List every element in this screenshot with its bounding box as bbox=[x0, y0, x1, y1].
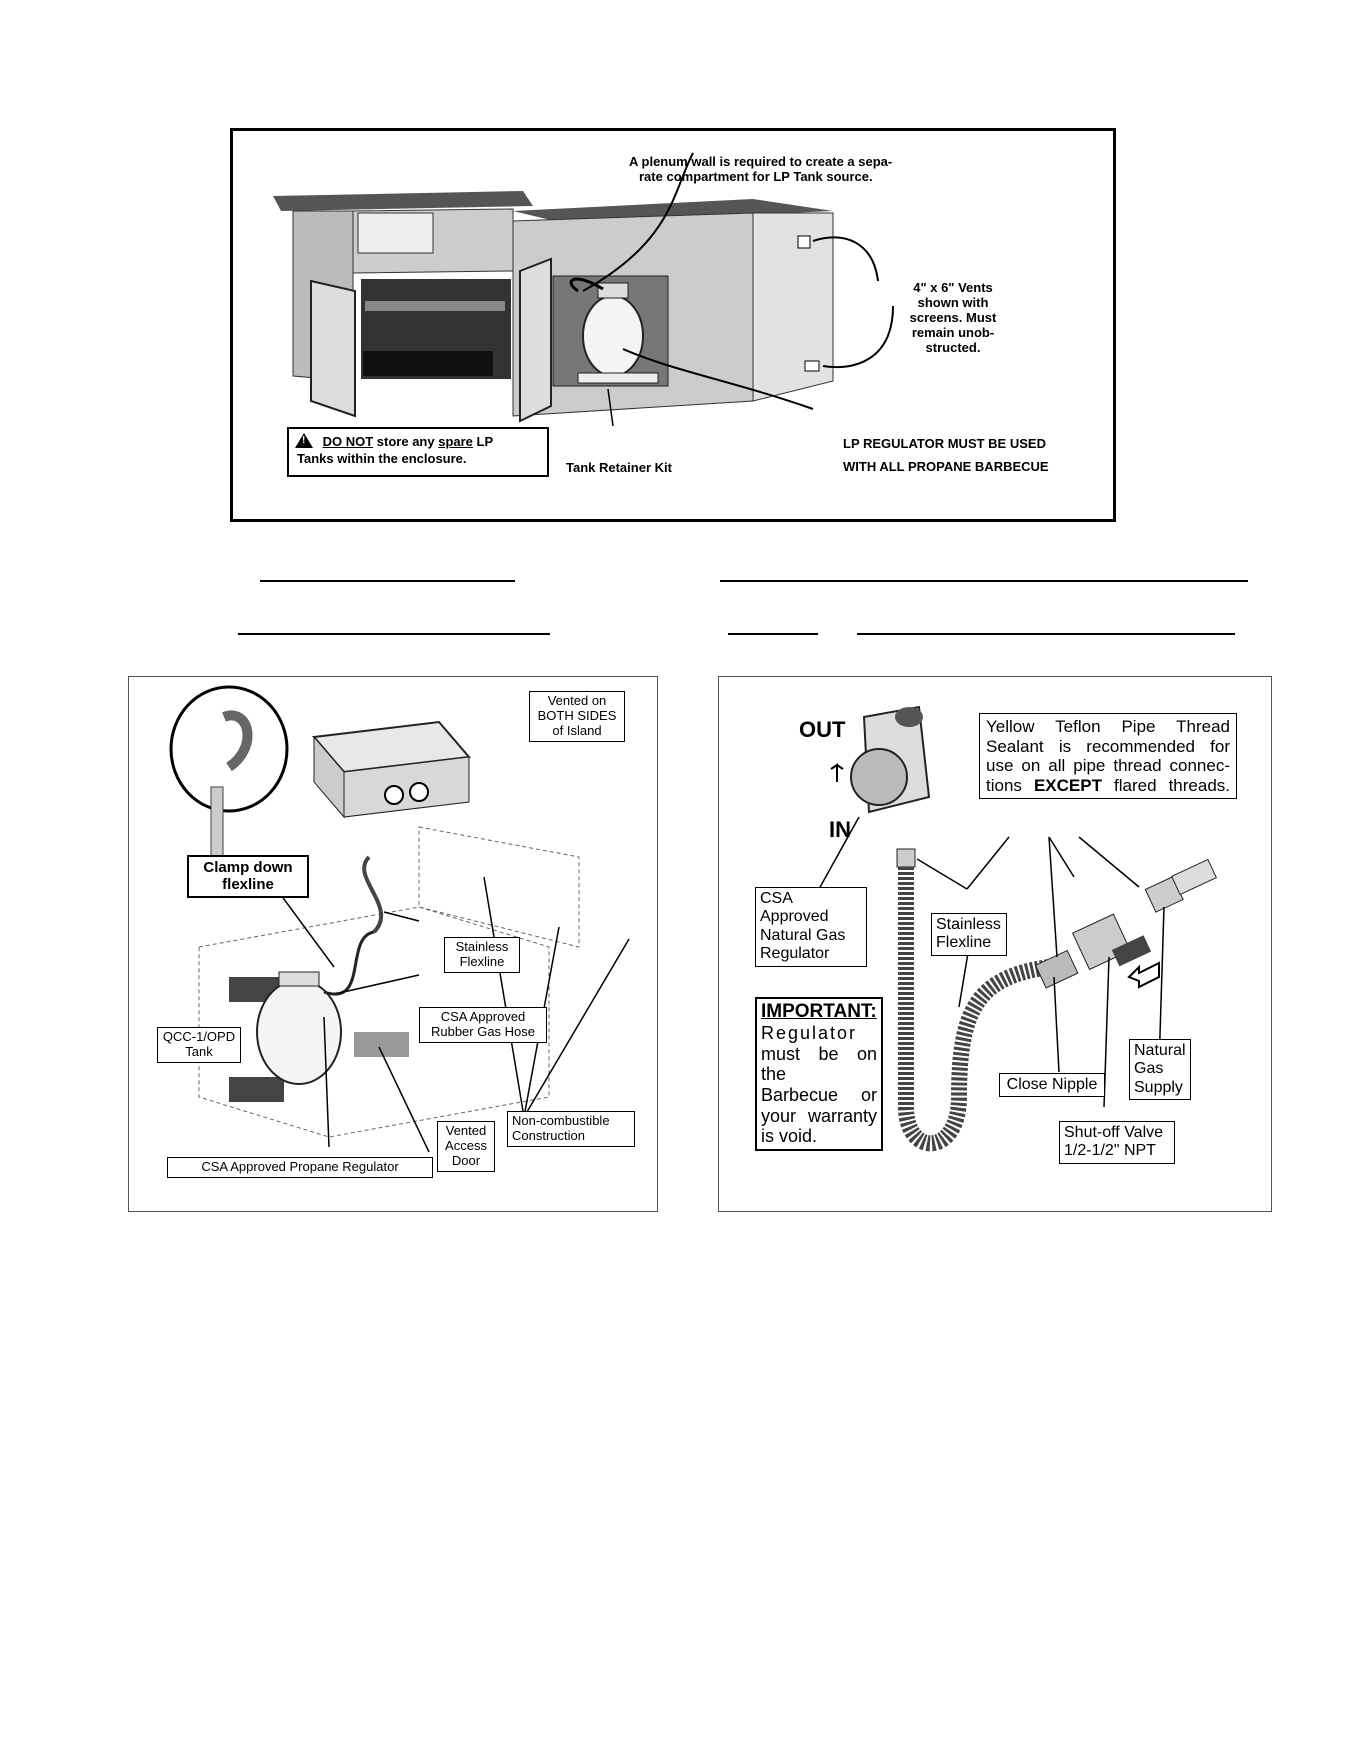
qcc-tank-label: QCC-1/OPD Tank bbox=[157, 1027, 241, 1063]
clamp-flexline-label: Clamp down flexline bbox=[187, 855, 309, 898]
heading-underline-left-1 bbox=[260, 580, 515, 582]
supply-line1: Natural bbox=[1134, 1042, 1186, 1060]
teflon-line1: Yellow Teflon Pipe Thread bbox=[986, 717, 1230, 737]
csa-line1: CSA Approved bbox=[760, 890, 862, 927]
valve-line2: 1/2-1/2" NPT bbox=[1064, 1142, 1170, 1160]
heading-underline-right-1 bbox=[720, 580, 1248, 582]
flex-line2: Flexline bbox=[936, 934, 1002, 952]
vented-line1: Vented on bbox=[534, 694, 620, 709]
tank-retainer-label: Tank Retainer Kit bbox=[566, 461, 672, 476]
lp-regulator-note: LP REGULATOR MUST BE USED WITH ALL PROPA… bbox=[843, 437, 1049, 475]
lp-enclosure-diagram: A plenum wall is required to create a se… bbox=[230, 128, 1116, 522]
teflon-line3: use on all pipe thread connec- bbox=[986, 756, 1230, 776]
lp-regulator-line1: LP REGULATOR MUST BE USED bbox=[843, 437, 1049, 452]
clamp-line2: flexline bbox=[193, 876, 303, 893]
teflon-line4-a: tions bbox=[986, 776, 1034, 795]
csa-line3: Regulator bbox=[760, 945, 862, 963]
out-label: OUT bbox=[799, 717, 845, 742]
natural-gas-supply-label: Natural Gas Supply bbox=[1129, 1039, 1191, 1100]
in-label: IN bbox=[829, 817, 851, 842]
lp-regulator-line2: WITH ALL PROPANE BARBECUE bbox=[843, 460, 1049, 475]
rubber-line2: Rubber Gas Hose bbox=[424, 1025, 542, 1040]
flex-line1: Stainless bbox=[936, 916, 1002, 934]
teflon-line4-c: flared threads. bbox=[1102, 776, 1230, 795]
heading-underline-right-2a bbox=[728, 633, 818, 635]
vents-note: 4" x 6" Vents shown with screens. Must r… bbox=[898, 281, 1008, 356]
warning-store-any: store any bbox=[373, 434, 438, 449]
teflon-sealant-note: Yellow Teflon Pipe Thread Sealant is rec… bbox=[979, 713, 1237, 799]
important-line2: must be on the bbox=[761, 1044, 877, 1085]
rubber-line1: CSA Approved bbox=[424, 1010, 542, 1025]
stainless-flexline-label: Stainless Flexline bbox=[931, 913, 1007, 956]
csa-line2: Natural Gas bbox=[760, 927, 862, 945]
heading-underline-left-2 bbox=[238, 633, 550, 635]
teflon-line2: Sealant is recommended for bbox=[986, 737, 1230, 757]
vented-line2: BOTH SIDES bbox=[534, 709, 620, 724]
important-line1: Regulator bbox=[761, 1023, 877, 1044]
csa-natural-gas-regulator-label: CSA Approved Natural Gas Regulator bbox=[755, 887, 867, 967]
noncombust-line2: Construction bbox=[512, 1129, 630, 1144]
important-line5: is void. bbox=[761, 1126, 877, 1147]
important-warning-box: IMPORTANT: Regulator must be on the Barb… bbox=[755, 997, 883, 1151]
heading-underline-right-2b bbox=[857, 633, 1235, 635]
important-line4: your warranty bbox=[761, 1106, 877, 1127]
rubber-gas-hose-label: CSA Approved Rubber Gas Hose bbox=[419, 1007, 547, 1043]
non-combustible-label: Non-combustible Construction bbox=[507, 1111, 635, 1147]
supply-line3: Supply bbox=[1134, 1079, 1186, 1097]
warning-triangle-icon: ! bbox=[295, 433, 313, 448]
tank-line2: Tank bbox=[162, 1045, 236, 1060]
warning-spare: spare bbox=[438, 434, 473, 449]
vented-both-sides-label: Vented on BOTH SIDES of Island bbox=[529, 691, 625, 742]
vents-note-line5: structed. bbox=[898, 341, 1008, 356]
shutoff-valve-label: Shut-off Valve 1/2-1/2" NPT bbox=[1059, 1121, 1175, 1164]
vents-note-line2: shown with bbox=[898, 296, 1008, 311]
stainless-line2: Flexline bbox=[449, 955, 515, 970]
access-line2: Access bbox=[442, 1139, 490, 1154]
access-line3: Door bbox=[442, 1154, 490, 1169]
lp-gas-connection-diagram: Vented on BOTH SIDES of Island Clamp dow… bbox=[128, 676, 658, 1212]
stainless-line1: Stainless bbox=[449, 940, 515, 955]
clamp-line1: Clamp down bbox=[193, 859, 303, 876]
stainless-flexline-label: Stainless Flexline bbox=[444, 937, 520, 973]
natural-gas-connection-diagram: OUT IN Yellow Teflon Pipe Thread Sealant… bbox=[718, 676, 1272, 1212]
warning-do-not: DO NOT bbox=[323, 434, 374, 449]
warning-line2: Tanks within the enclosure. bbox=[295, 452, 545, 467]
teflon-line4: tions EXCEPT flared threads. bbox=[986, 776, 1230, 796]
vents-note-line3: screens. Must bbox=[898, 311, 1008, 326]
important-title: IMPORTANT: bbox=[761, 1001, 877, 1023]
warning-lp: LP bbox=[473, 434, 493, 449]
propane-regulator-label: CSA Approved Propane Regulator bbox=[167, 1157, 433, 1178]
vents-note-line4: remain unob- bbox=[898, 326, 1008, 341]
tank-line1: QCC-1/OPD bbox=[162, 1030, 236, 1045]
vented-line3: of Island bbox=[534, 724, 620, 739]
supply-line2: Gas bbox=[1134, 1060, 1186, 1078]
plenum-note-line1: A plenum wall is required to create a se… bbox=[629, 155, 969, 170]
close-nipple-label: Close Nipple bbox=[999, 1073, 1105, 1097]
valve-line1: Shut-off Valve bbox=[1064, 1124, 1170, 1142]
vented-access-door-label: Vented Access Door bbox=[437, 1121, 495, 1172]
vents-note-line1: 4" x 6" Vents bbox=[898, 281, 1008, 296]
plenum-note-line2: rate compartment for LP Tank source. bbox=[629, 170, 969, 185]
noncombust-line1: Non-combustible bbox=[512, 1114, 630, 1129]
spare-tank-warning: ! DO NOT store any spare LP Tanks within… bbox=[295, 433, 545, 467]
teflon-except: EXCEPT bbox=[1034, 776, 1102, 795]
access-line1: Vented bbox=[442, 1124, 490, 1139]
important-line3: Barbecue or bbox=[761, 1085, 877, 1106]
